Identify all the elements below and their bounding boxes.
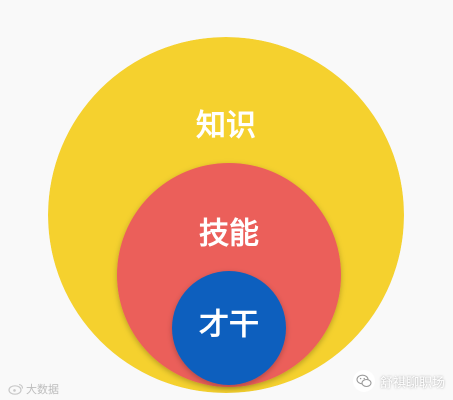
right-watermark-text: 舒祺聊职场 xyxy=(379,375,445,391)
talent-circle xyxy=(172,271,286,385)
wechat-icon xyxy=(352,370,375,392)
right-watermark: 舒祺聊职场 xyxy=(352,370,445,392)
knowledge-label: 知识 xyxy=(196,109,256,144)
talent-label: 才干 xyxy=(199,308,259,343)
left-watermark: 大数据 xyxy=(8,381,59,397)
skill-label: 技能 xyxy=(199,217,259,252)
weibo-icon xyxy=(8,383,24,395)
left-watermark-text: 大数据 xyxy=(26,383,59,396)
